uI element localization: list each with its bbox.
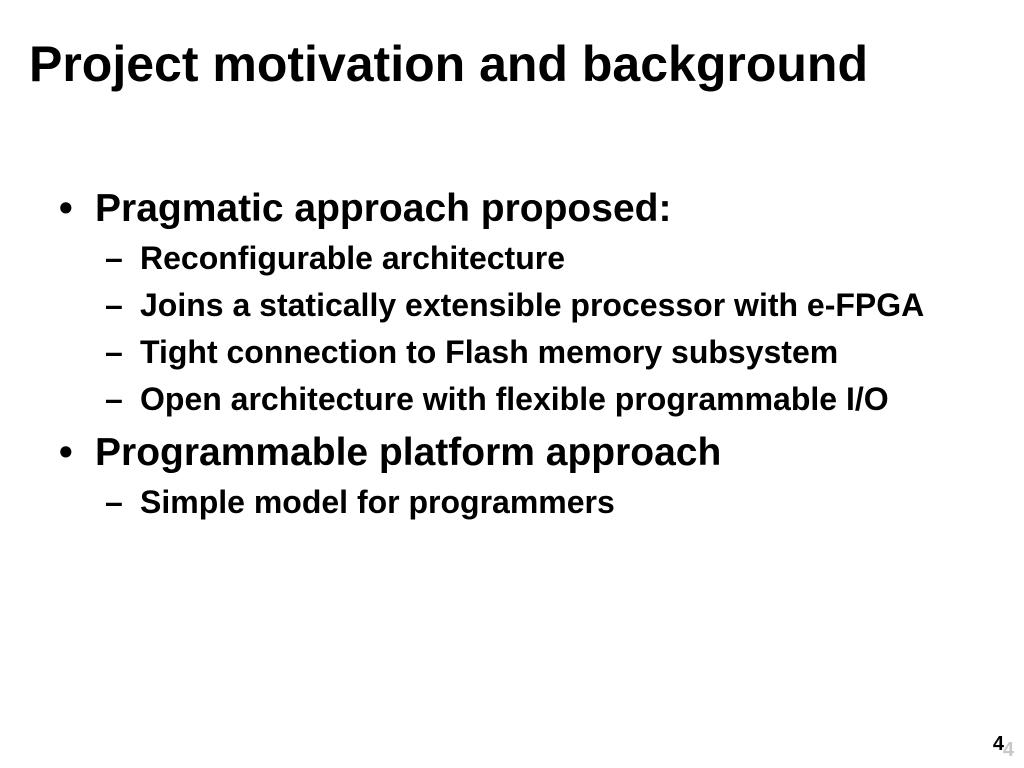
sub-bullet-item: – Joins a statically extensible processo… bbox=[0, 284, 980, 327]
slide-content: • Pragmatic approach proposed: – Reconfi… bbox=[0, 183, 1024, 528]
sub-bullet-item: – Simple model for programmers bbox=[0, 481, 980, 524]
sub-bullet-item: – Tight connection to Flash memory subsy… bbox=[0, 331, 980, 374]
sub-bullet-text: Joins a statically extensible processor … bbox=[140, 287, 925, 323]
bullet-text: Programmable platform approach bbox=[95, 431, 722, 474]
page-number: 4 bbox=[992, 733, 1004, 755]
sub-bullet-text: Open architecture with flexible programm… bbox=[140, 381, 889, 417]
sub-bullet-marker: – bbox=[105, 334, 123, 370]
sub-bullet-list: – Simple model for programmers bbox=[0, 481, 1024, 524]
sub-bullet-text: Tight connection to Flash memory subsyst… bbox=[140, 334, 839, 370]
sub-bullet-marker: – bbox=[105, 287, 123, 323]
bullet-marker: • bbox=[59, 431, 73, 474]
sub-bullet-item: – Reconfigurable architecture bbox=[0, 237, 980, 280]
sub-bullet-marker: – bbox=[105, 381, 123, 417]
page-number-shadow: 4 bbox=[1002, 739, 1014, 761]
sub-bullet-item: – Open architecture with flexible progra… bbox=[0, 378, 980, 421]
bullet-marker: • bbox=[59, 187, 73, 230]
sub-bullet-list: – Reconfigurable architecture – Joins a … bbox=[0, 237, 1024, 421]
slide-title: Project motivation and background bbox=[29, 36, 868, 92]
sub-bullet-text: Simple model for programmers bbox=[140, 484, 615, 520]
bullet-item: • Pragmatic approach proposed: bbox=[0, 183, 1024, 235]
sub-bullet-text: Reconfigurable architecture bbox=[140, 240, 565, 276]
sub-bullet-marker: – bbox=[105, 484, 123, 520]
bullet-text: Pragmatic approach proposed: bbox=[95, 187, 672, 230]
sub-bullet-marker: – bbox=[105, 240, 123, 276]
bullet-item: • Programmable platform approach bbox=[0, 427, 1024, 479]
